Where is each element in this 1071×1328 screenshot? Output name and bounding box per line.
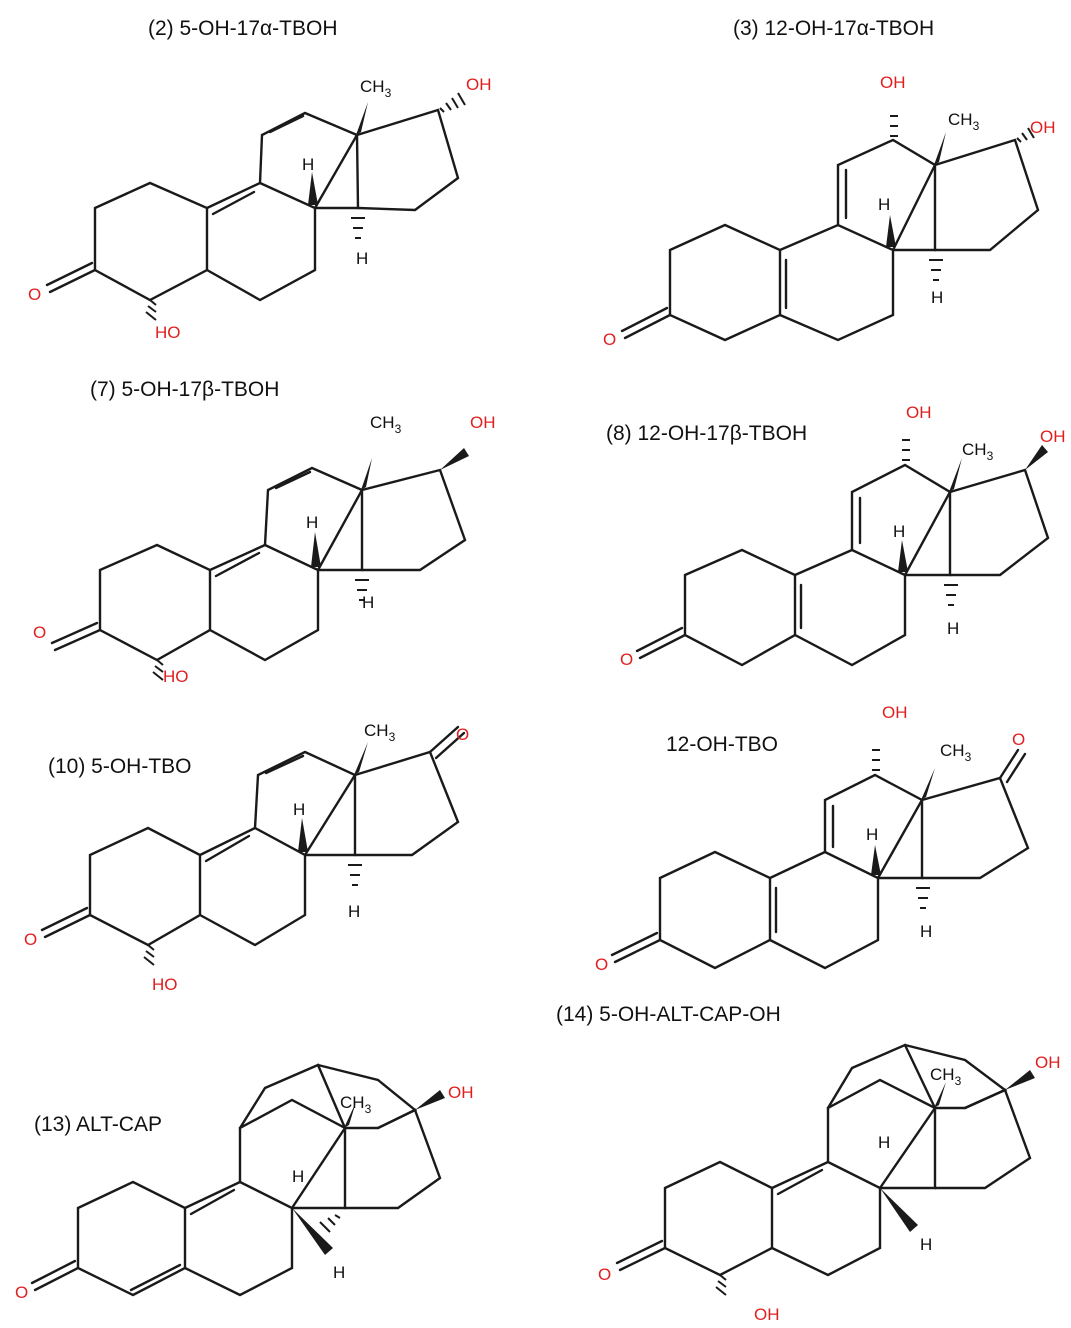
methyl-label: CH3	[930, 1065, 962, 1088]
structure-compound-13	[30, 1063, 445, 1297]
hydroxyl-label: HO	[155, 323, 181, 342]
oxygen-label: O	[603, 330, 616, 349]
hydroxyl-label: OH	[466, 75, 492, 94]
hydrogen-label: H	[931, 288, 943, 307]
oxygen-label: O	[456, 725, 469, 744]
caption-compound-8: (8) 12-OH-17β-TBOH	[606, 422, 808, 445]
hydrogen-label: H	[306, 513, 318, 532]
hydrogen-label: H	[356, 249, 368, 268]
hydrogen-label: H	[878, 1133, 890, 1152]
oxygen-label: O	[15, 1283, 28, 1302]
caption-compound-13: (13) ALT-CAP	[34, 1113, 162, 1136]
hydrogen-label: H	[333, 1263, 345, 1282]
hydrogen-label: H	[362, 593, 374, 612]
hydrogen-label: H	[878, 195, 890, 214]
hydroxyl-label: OH	[1035, 1053, 1061, 1072]
structure-compound-12-oh-tbo	[610, 748, 1030, 970]
structure-compound-14	[615, 1043, 1035, 1296]
caption-compound-2: (2) 5-OH-17α-TBOH	[148, 17, 338, 40]
oxygen-label: O	[620, 650, 633, 669]
methyl-label: CH3	[364, 721, 396, 744]
structure-compound-8	[635, 439, 1050, 667]
methyl-label: CH3	[962, 440, 994, 463]
hydroxyl-label: HO	[163, 667, 189, 686]
caption-compound-7: (7) 5-OH-17β-TBOH	[90, 378, 280, 401]
hydrogen-label: H	[920, 922, 932, 941]
hydroxyl-label: OH	[906, 403, 932, 422]
hydroxyl-label: OH	[448, 1083, 474, 1102]
hydroxyl-label: OH	[470, 413, 496, 432]
structure-compound-10	[40, 725, 466, 966]
structure-compound-3	[620, 115, 1040, 342]
caption-compound-10: (10) 5-OH-TBO	[48, 755, 192, 778]
hydrogen-label: H	[348, 902, 360, 921]
methyl-label: CH3	[940, 741, 972, 764]
hydroxyl-label: OH	[882, 703, 908, 722]
caption-compound-3: (3) 12-OH-17α-TBOH	[733, 17, 935, 40]
oxygen-label: O	[28, 285, 41, 304]
hydrogen-label: H	[293, 800, 305, 819]
oxygen-label: O	[598, 1265, 611, 1284]
hydroxyl-label: OH	[754, 1305, 780, 1324]
oxygen-label: O	[33, 623, 46, 642]
hydrogen-label: H	[866, 825, 878, 844]
caption-compound-14: (14) 5-OH-ALT-CAP-OH	[556, 1003, 781, 1026]
hydrogen-label: H	[920, 1235, 932, 1254]
oxygen-label: O	[595, 955, 608, 974]
oxygen-label: O	[24, 930, 37, 949]
structure-compound-2	[45, 92, 466, 321]
structure-compound-7	[50, 448, 469, 681]
hydrogen-label: H	[893, 522, 905, 541]
hydroxyl-label: OH	[1040, 427, 1066, 446]
methyl-label: CH3	[948, 110, 980, 133]
oxygen-label: O	[1012, 730, 1025, 749]
hydroxyl-label: OH	[880, 73, 906, 92]
methyl-label: CH3	[370, 413, 402, 436]
hydrogen-label: H	[302, 155, 314, 174]
hydrogen-label: H	[947, 619, 959, 638]
methyl-label: CH3	[360, 77, 392, 100]
hydrogen-label: H	[292, 1167, 304, 1186]
caption-compound-12: 12-OH-TBO	[666, 733, 779, 756]
methyl-label: CH3	[340, 1093, 372, 1116]
hydroxyl-label: OH	[1030, 118, 1056, 137]
hydroxyl-label: HO	[152, 975, 178, 994]
